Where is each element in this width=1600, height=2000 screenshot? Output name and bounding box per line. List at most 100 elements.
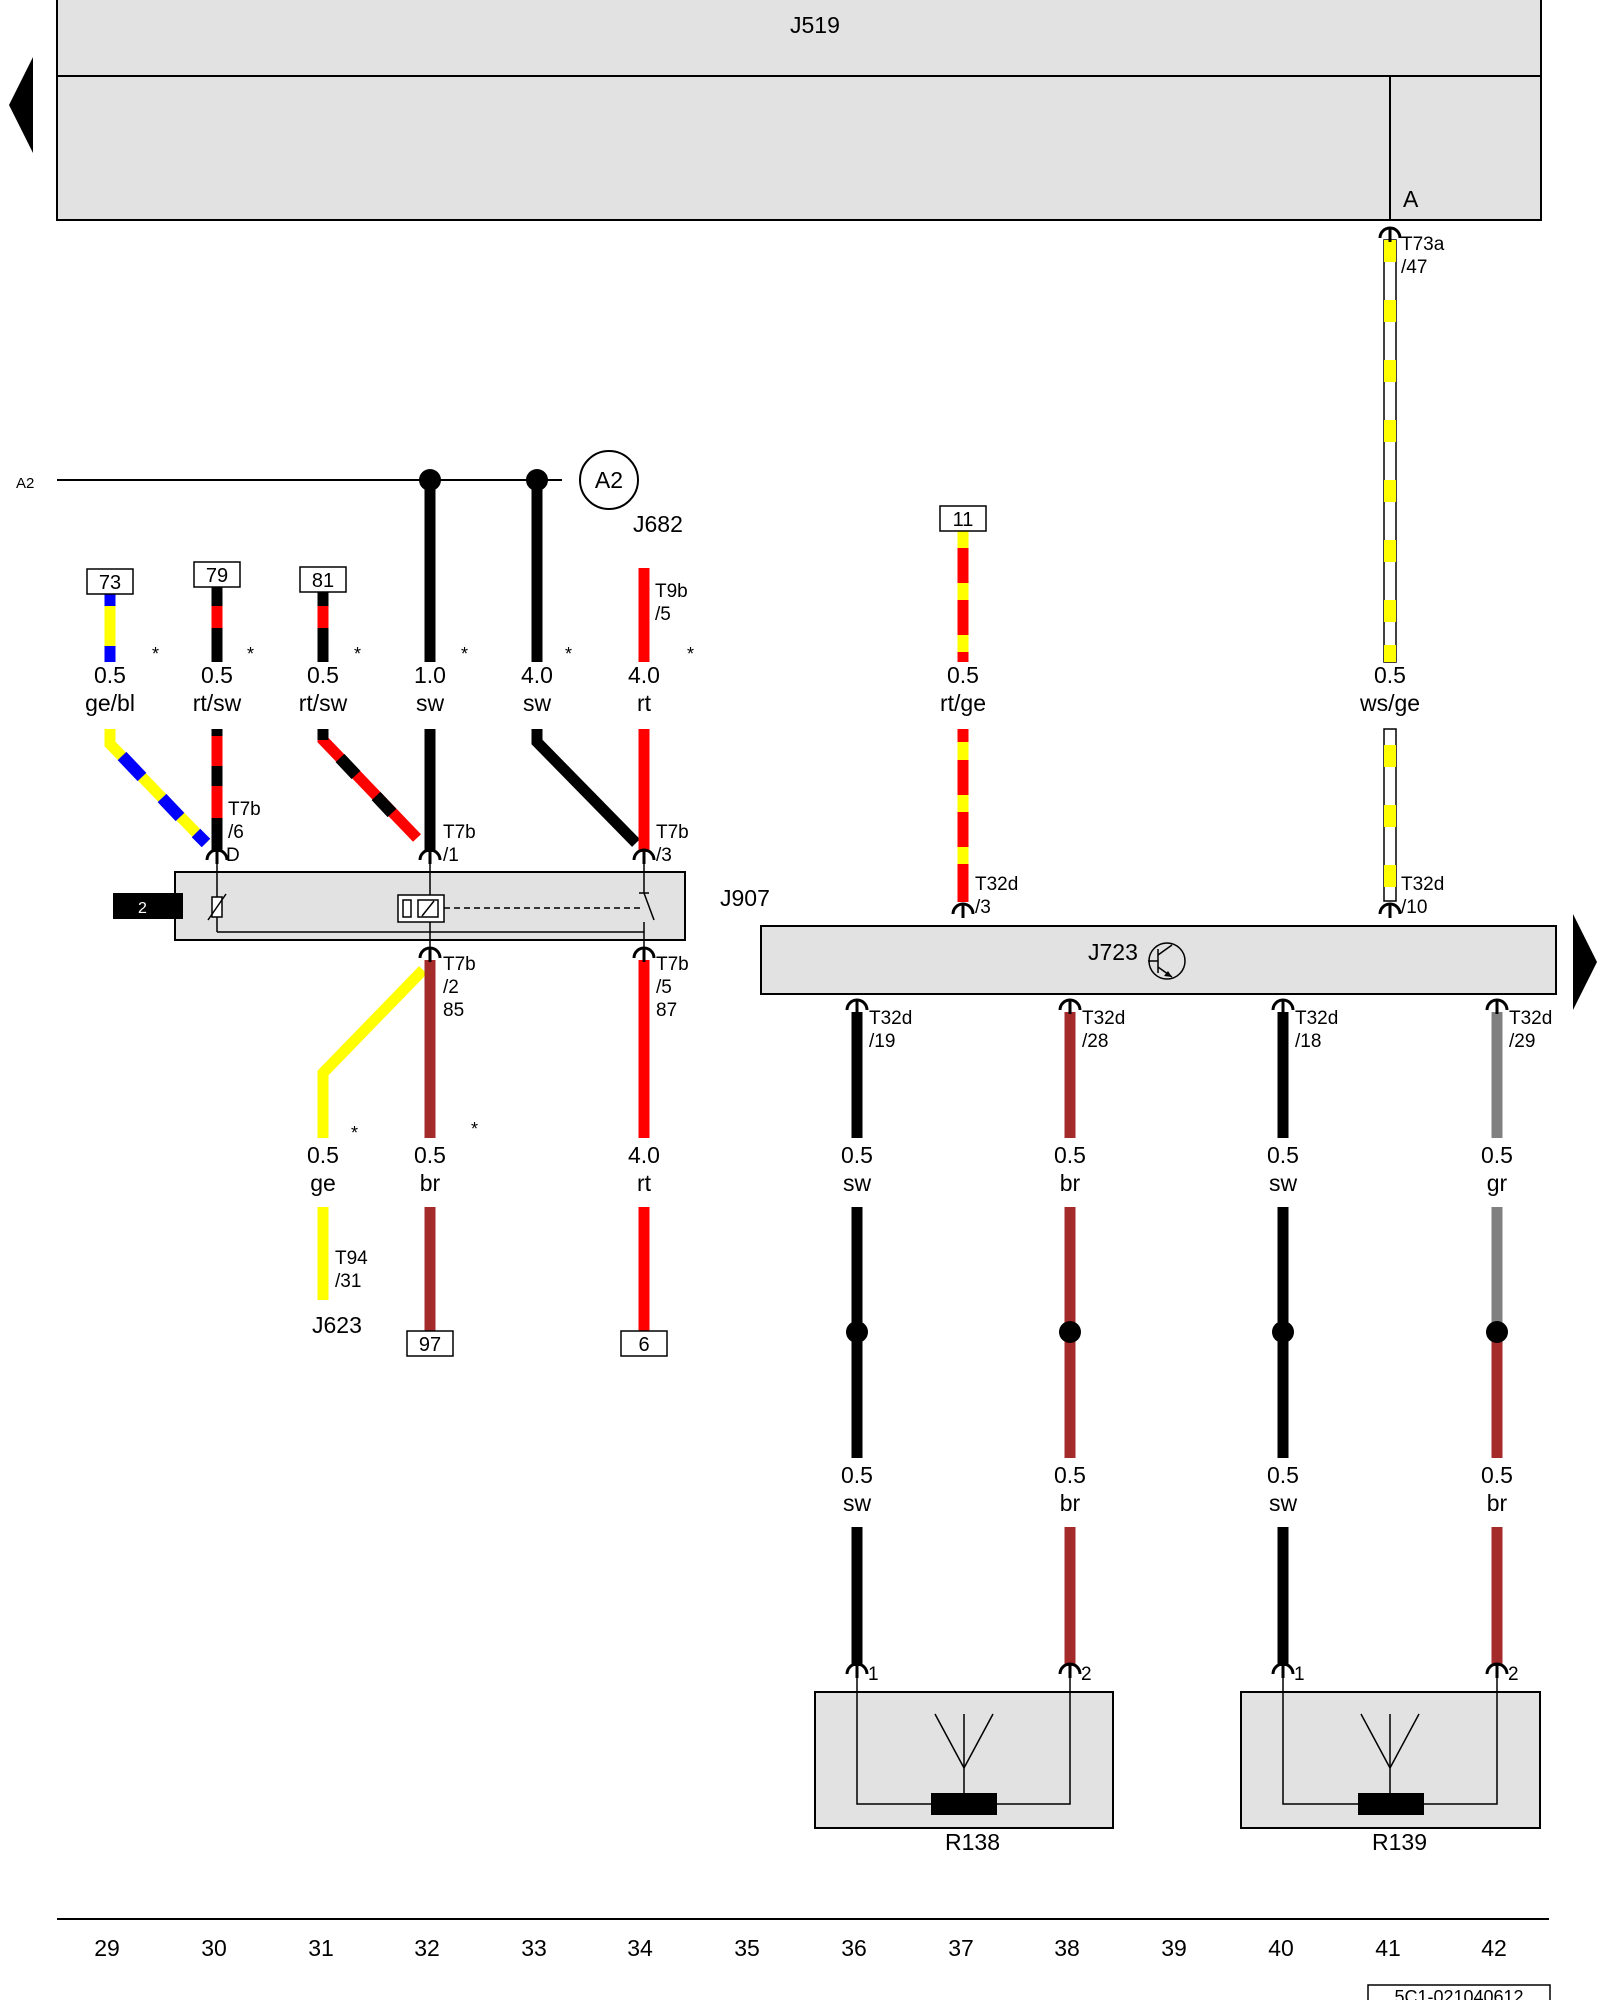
connector-name: T73a	[1401, 234, 1445, 255]
document-id: 5C1-021040612	[1367, 1984, 1551, 2000]
column-number: 36	[841, 1935, 867, 1961]
connector-pin: /6	[228, 822, 244, 843]
connector-name: T7b	[656, 822, 689, 843]
r139-pin1-label: 1	[1294, 1664, 1305, 1685]
wire-ws-ge-41	[1383, 239, 1397, 902]
page-back-arrow[interactable]	[9, 57, 33, 153]
wire-color: br	[420, 1170, 441, 1196]
j519-pin-label: A	[1403, 186, 1419, 212]
r139-pin2-label: 2	[1508, 1664, 1519, 1685]
column-ruler: 29 30 31 32 33 34 35 36 37 38 39 40 41 4…	[57, 1918, 1549, 1961]
page-forward-arrow[interactable]	[1573, 914, 1597, 1010]
ref-box[interactable]	[939, 505, 987, 532]
transistor-icon	[1148, 942, 1186, 980]
wire-color: br	[1060, 1170, 1081, 1196]
pin-85-label: 85	[443, 1000, 464, 1021]
wire-size: 4.0	[521, 662, 553, 688]
wire-spec-labels: 0.5 ge/bl 0.5 rt/sw 0.5 rt/sw 1.0 sw 4.0…	[85, 662, 1513, 1516]
r139-antenna: R139	[1240, 1676, 1541, 1855]
wire-size: 0.5	[841, 1142, 873, 1168]
wire-color: rt/sw	[299, 690, 348, 716]
ref-label: 79	[206, 565, 228, 587]
star-mark: *	[351, 1123, 358, 1143]
wire-size: 0.5	[1481, 1142, 1513, 1168]
j723-module: J723	[760, 925, 1557, 995]
footnote-stars: * * * * * * * *	[152, 644, 694, 1143]
star-mark: *	[247, 644, 254, 664]
connector-pin: /31	[335, 1271, 361, 1292]
star-mark: *	[471, 1119, 478, 1139]
r138-pin2-label: 2	[1081, 1664, 1092, 1685]
j623-label: J623	[312, 1312, 362, 1338]
connector-name: T32d	[869, 1008, 912, 1029]
wire-size: 0.5	[1267, 1142, 1299, 1168]
connector-name: T7b	[656, 954, 689, 975]
column-number: 29	[94, 1935, 120, 1961]
wire-color: sw	[1269, 1490, 1298, 1516]
relay-badge-label: 2	[138, 900, 147, 917]
pin-d-label: D	[226, 845, 240, 866]
column-number: 37	[948, 1935, 974, 1961]
a2-reference-circle[interactable]	[579, 450, 639, 510]
connector-name: T32d	[1509, 1008, 1552, 1029]
ref-box[interactable]	[86, 568, 134, 595]
ref-label: 81	[312, 570, 334, 592]
ref-label: 6	[638, 1334, 649, 1356]
wire-size: 1.0	[414, 662, 446, 688]
column-number: 35	[734, 1935, 760, 1961]
connector-pin: /2	[443, 977, 459, 998]
wire-color: ge	[310, 1170, 336, 1196]
connector-pin: /1	[443, 845, 459, 866]
connector-pin: /3	[975, 897, 991, 918]
wire-size: 0.5	[307, 1142, 339, 1168]
ref-box[interactable]	[193, 561, 241, 588]
connector-pin: /19	[869, 1031, 895, 1052]
wire-sw-33	[531, 480, 640, 847]
connector-name: T9b	[655, 581, 688, 602]
connector-pin: /28	[1082, 1031, 1108, 1052]
j907-relay: 2 J907	[113, 862, 770, 950]
wire-size: 0.5	[414, 1142, 446, 1168]
ref-label: 73	[99, 572, 121, 594]
wire-color: sw	[416, 690, 445, 716]
a2-bus-label: A2	[16, 475, 34, 492]
ref-box[interactable]	[620, 1330, 668, 1357]
wire-rt-sw-31	[317, 586, 421, 842]
a2-circle-label: A2	[595, 467, 623, 493]
ref-box[interactable]	[299, 566, 347, 593]
wire-color: ge/bl	[85, 690, 135, 716]
connector-name: T94	[335, 1248, 368, 1269]
wire-color: br	[1060, 1490, 1081, 1516]
star-mark: *	[461, 644, 468, 664]
connector-pin: /3	[656, 845, 672, 866]
reference-boxes: 73 79 81 11 97 6	[86, 505, 987, 1357]
connector-pin: /47	[1401, 257, 1427, 278]
j519-module: J519 A	[56, 0, 1542, 221]
column-number: 38	[1054, 1935, 1080, 1961]
wire-color: sw	[1269, 1170, 1298, 1196]
connector-pin: /10	[1401, 897, 1427, 918]
splice-points	[846, 1321, 1508, 1343]
wire-ge-bl	[104, 594, 211, 848]
wire-color: sw	[843, 1490, 872, 1516]
wire-color: br	[1487, 1490, 1508, 1516]
pin-symbols	[205, 226, 1509, 1678]
ref-label: 97	[419, 1334, 441, 1356]
wire-size: 0.5	[841, 1462, 873, 1488]
column-number: 32	[414, 1935, 440, 1961]
wire-size: 0.5	[947, 662, 979, 688]
document-id-label: 5C1-021040612	[1394, 1987, 1523, 2000]
ref-box[interactable]	[406, 1330, 454, 1357]
wire-size: 0.5	[94, 662, 126, 688]
connector-pin: /5	[655, 604, 671, 625]
star-mark: *	[565, 644, 572, 664]
r139-label: R139	[1372, 1829, 1427, 1855]
r138-label: R138	[945, 1829, 1000, 1855]
wire-color: sw	[843, 1170, 872, 1196]
connector-name: T7b	[443, 822, 476, 843]
wire-size: 0.5	[307, 662, 339, 688]
wire-color: gr	[1487, 1170, 1508, 1196]
column-number: 31	[308, 1935, 334, 1961]
connector-labels: T73a /47 T9b /5 T7b /6 T7b /1 T7b /3 T32…	[226, 234, 1552, 1685]
wire-color: rt	[637, 1170, 652, 1196]
